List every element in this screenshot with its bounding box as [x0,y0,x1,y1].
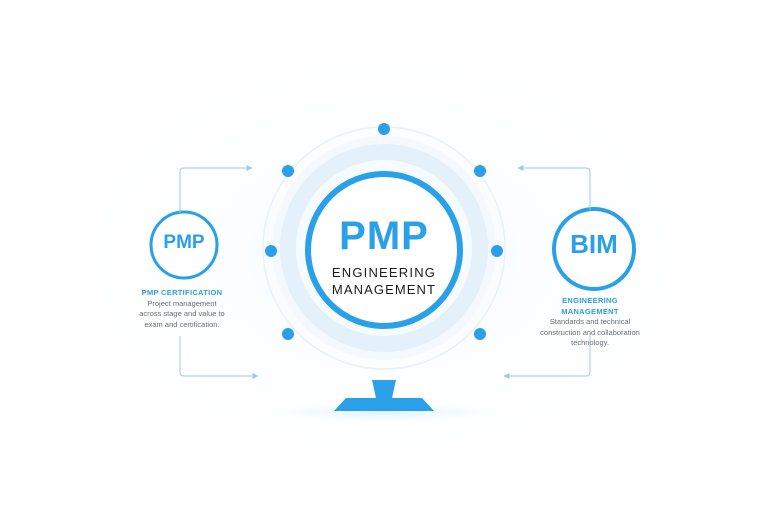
right-upper-arrow [517,165,591,210]
left-node-line: across stage and value to [139,309,225,318]
floor-shadow [244,400,524,424]
orbit-dot-lower-right [474,328,486,340]
left-node-title: PMP [163,232,205,253]
left-node-heading: PMP CERTIFICATION [141,288,223,297]
right-lower-arrow [503,332,591,379]
right-node-line: construction and collaboration [540,327,640,337]
center-circle [305,171,463,329]
orbit-dot-left [265,245,277,257]
orbit-dot-upper-left [282,165,294,177]
right-node-heading-line2: MANAGEMENT [561,306,619,316]
stand-base [334,398,434,411]
right-node-line: Standards and technical [549,317,631,326]
orbit-dots [265,123,503,340]
orbit-dot-right [491,245,503,257]
orbit-dot-upper-right [474,165,486,177]
left-node-description: PMP CERTIFICATION Project management acr… [122,288,242,330]
right-node-line: technology. [571,338,609,347]
stand-neck [372,380,396,398]
left-node-line: Project management [147,298,217,308]
right-node-heading-line1: ENGINEERING [562,296,618,305]
orbit-dot-top [378,123,390,135]
left-node-line: exam and certification. [144,319,220,329]
right-node-title: BIM [570,229,618,259]
right-circle [552,207,636,291]
left-upper-arrow [179,165,253,213]
left-lower-arrow [179,336,259,379]
right-node-description: ENGINEERING MANAGEMENT Standards and tec… [530,296,650,349]
left-circle [149,210,219,280]
orbit-dot-lower-left [282,328,294,340]
